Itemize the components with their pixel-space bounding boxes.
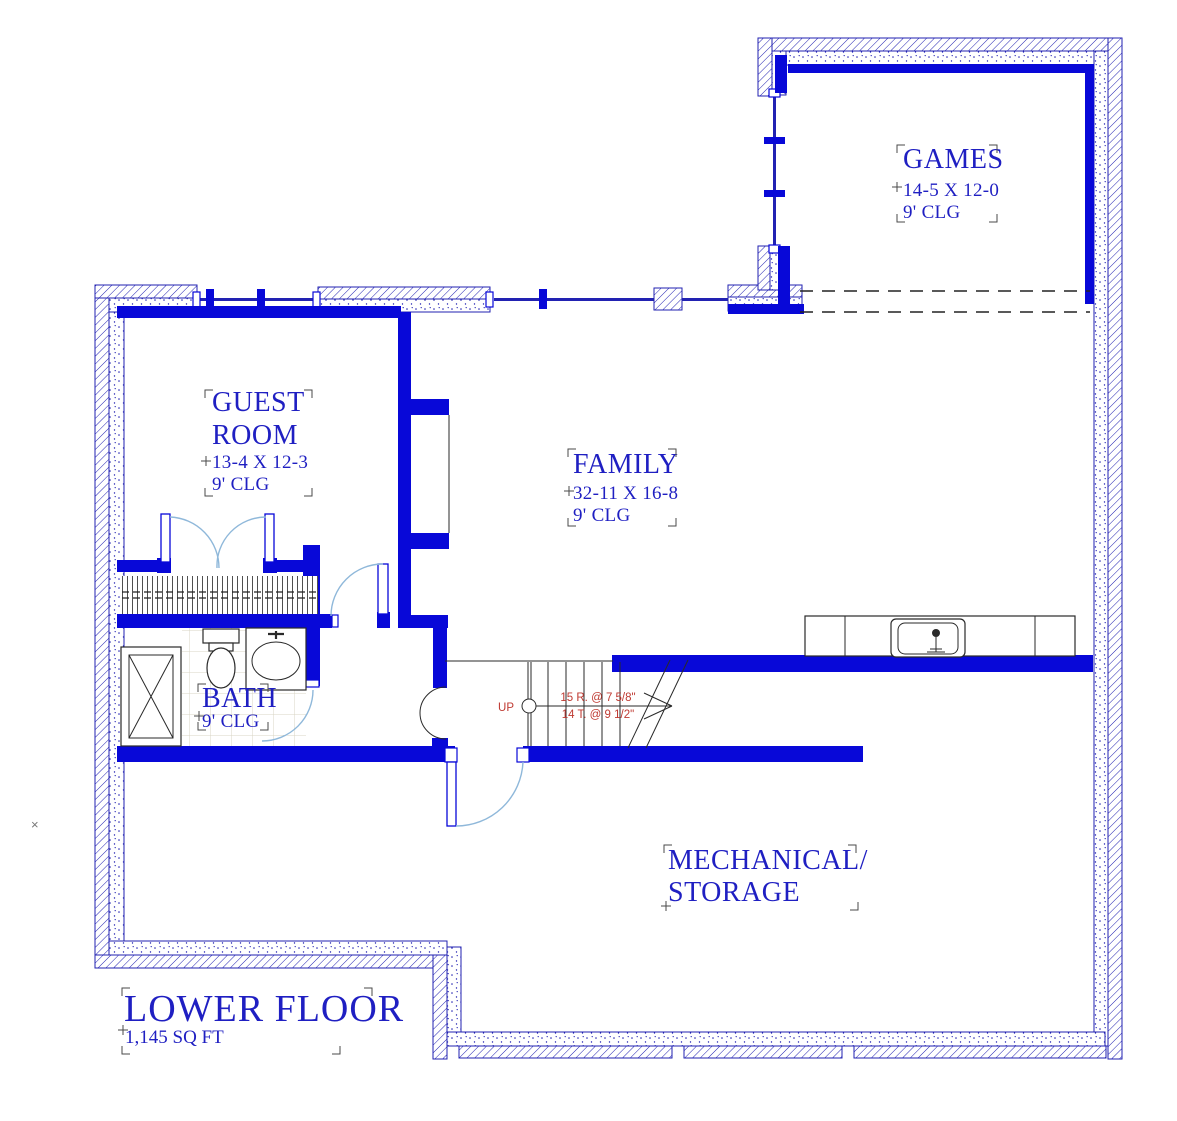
closet-door-leaf xyxy=(264,513,275,563)
guest-door-leaf xyxy=(377,563,389,615)
exterior-walls xyxy=(94,37,1123,1060)
guest-family-wall xyxy=(398,312,411,628)
window-games-west xyxy=(773,97,776,245)
mechanical-storage-label-2: STORAGE xyxy=(668,877,800,908)
guest-room-label-1: GUEST xyxy=(212,387,305,418)
stair-start-circle xyxy=(521,698,537,714)
storage-door-jamb xyxy=(444,747,458,763)
closet-wall xyxy=(117,560,163,572)
games-room-ceiling: 9' CLG xyxy=(903,202,960,223)
stair-up-label: UP xyxy=(498,702,514,714)
bath-door-arc xyxy=(261,689,314,742)
hall-door-arc xyxy=(419,686,447,740)
counter xyxy=(804,615,1076,658)
windows xyxy=(192,88,785,309)
stair-treads-note: 14 T. @ 9 1/2" xyxy=(562,709,634,721)
guest-north-wall xyxy=(117,306,401,318)
games-north-face xyxy=(788,64,1086,73)
wall-pier xyxy=(653,287,683,311)
guest-door-arc xyxy=(330,563,384,617)
stairs: UP 15 R. @ 7 5/8" 14 T. @ 9 1/2" xyxy=(445,659,689,749)
window-jamb xyxy=(312,291,321,308)
stair-break-line xyxy=(627,659,689,749)
window-mullion xyxy=(206,289,214,309)
games-east-face xyxy=(1085,64,1094,304)
bath-fixtures xyxy=(120,627,307,747)
window-mullion xyxy=(764,190,785,197)
storage-door-arc xyxy=(455,761,524,827)
family-room-ceiling: 9' CLG xyxy=(573,505,630,526)
window-mullion xyxy=(539,289,547,309)
storage-door-leaf xyxy=(446,761,457,827)
closet xyxy=(122,576,318,614)
window-mullion xyxy=(764,137,785,144)
window-mullion xyxy=(257,289,265,309)
vanity-sink xyxy=(245,627,307,691)
family-room-label: FAMILY xyxy=(573,449,678,480)
kitchen-sink xyxy=(890,618,966,658)
guest-room-label-2: ROOM xyxy=(212,420,298,451)
dashed-opening-lines xyxy=(800,290,1090,313)
stair-arrow xyxy=(643,692,673,720)
closet-door-arc xyxy=(216,516,267,569)
doors xyxy=(160,513,530,827)
bath-north-wall xyxy=(117,614,332,628)
stair-risers-note: 15 R. @ 7 5/8" xyxy=(560,692,635,704)
plan-area: 1,145 SQ FT xyxy=(125,1027,224,1048)
toilet xyxy=(202,628,240,689)
window-jamb xyxy=(192,291,201,308)
interior-walls xyxy=(117,55,1094,762)
plan-title: LOWER FLOOR xyxy=(124,988,404,1030)
window-north-3 xyxy=(682,298,728,301)
stair-south-wall xyxy=(523,746,863,762)
window-north-2 xyxy=(494,298,654,301)
family-south-wall xyxy=(612,655,1093,672)
guest-room-dims: 13-4 X 12-3 xyxy=(212,452,308,473)
closet-door-arc xyxy=(169,516,220,569)
family-room-dims: 32-11 X 16-8 xyxy=(573,483,678,504)
vanity-faucet xyxy=(268,631,284,639)
storage-door-jamb xyxy=(516,747,530,763)
mechanical-storage-label-1: MECHANICAL/ xyxy=(668,845,868,876)
guest-room-ceiling: 9' CLG xyxy=(212,474,269,495)
window-jamb xyxy=(485,291,494,308)
x-mark: × xyxy=(31,817,39,832)
closet-door-leaf xyxy=(160,513,171,563)
room-labels: GAMES 14-5 X 12-0 9' CLG GUEST ROOM 13-4… xyxy=(194,144,1004,911)
closet-rod-hangers xyxy=(122,576,318,614)
sink-faucet xyxy=(932,629,940,637)
bath-ceiling: 9' CLG xyxy=(202,711,259,732)
bath-south-wall xyxy=(117,746,455,762)
bath-east-wall xyxy=(306,628,320,686)
bath-label: BATH xyxy=(202,683,277,714)
window-well xyxy=(317,286,491,300)
games-room-label: GAMES xyxy=(903,144,1004,175)
plan-title-block: LOWER FLOOR 1,145 SQ FT xyxy=(118,987,404,1055)
games-room-dims: 14-5 X 12-0 xyxy=(903,180,999,201)
